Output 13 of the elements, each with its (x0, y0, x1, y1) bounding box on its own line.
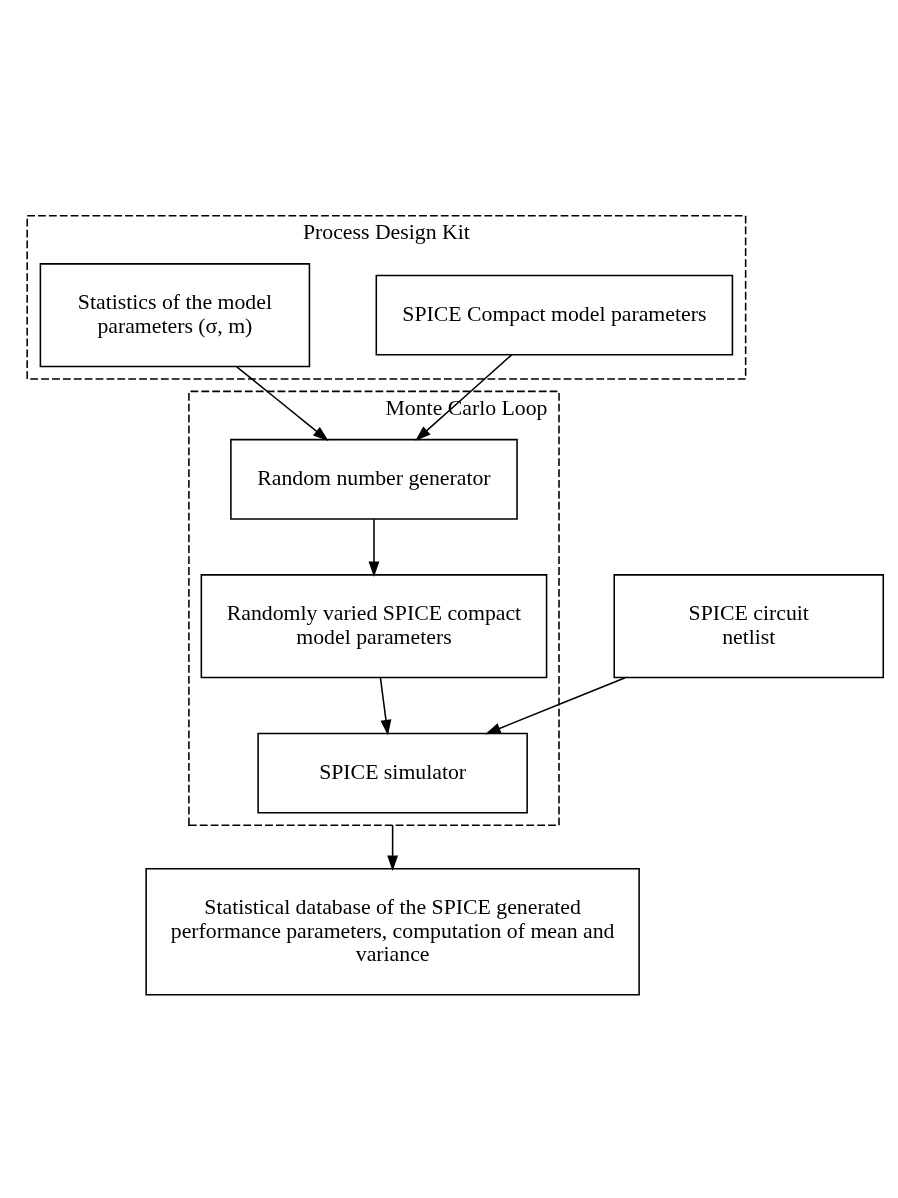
arrow (368, 518, 380, 577)
arrow (236, 366, 329, 441)
node-box: Statistical database of the SPICE generated performance parameters, computation of mean and variance (145, 868, 640, 996)
arrow (485, 676, 626, 735)
node-box: SPICE simulator (257, 732, 528, 814)
node-box: SPICE circuit netlist (613, 574, 885, 679)
node-box: Statistics of the model parameters (σ, m) (39, 263, 311, 368)
node-box: Randomly varied SPICE compact model parameters (200, 574, 548, 679)
node-box: Random number generator (230, 438, 518, 520)
arrow (387, 824, 399, 871)
arrow (415, 354, 513, 441)
arrow (379, 676, 392, 736)
node-box: SPICE Compact model parameters (375, 274, 734, 356)
